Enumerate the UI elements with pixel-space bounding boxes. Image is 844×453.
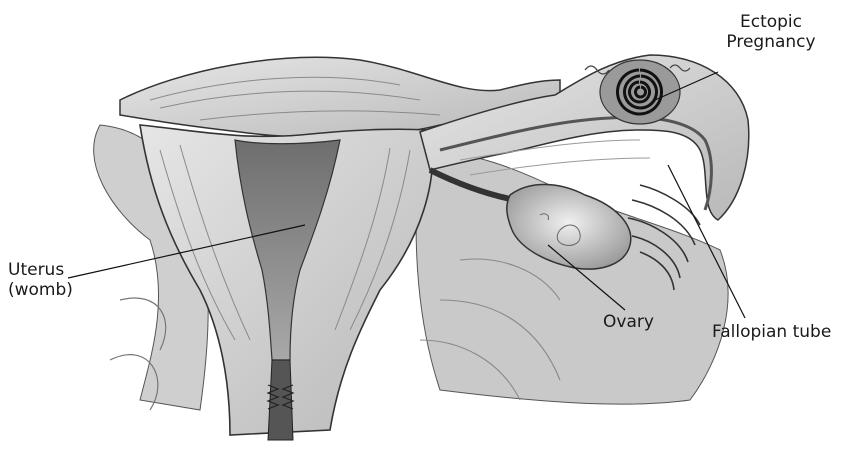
uterus-line-2: (womb) <box>8 280 73 300</box>
ovary-label: Ovary <box>603 312 654 332</box>
uterus-line-1: Uterus <box>8 260 73 280</box>
uterus-label: Uterus (womb) <box>8 260 73 301</box>
ectopic-line-2: Pregnancy <box>712 32 830 52</box>
ectopic-line-1: Ectopic <box>712 12 830 32</box>
broad-ligament <box>416 150 728 404</box>
fallopian-tube-label: Fallopian tube <box>712 322 831 342</box>
ectopic-pregnancy-label: Ectopic Pregnancy <box>712 12 830 53</box>
